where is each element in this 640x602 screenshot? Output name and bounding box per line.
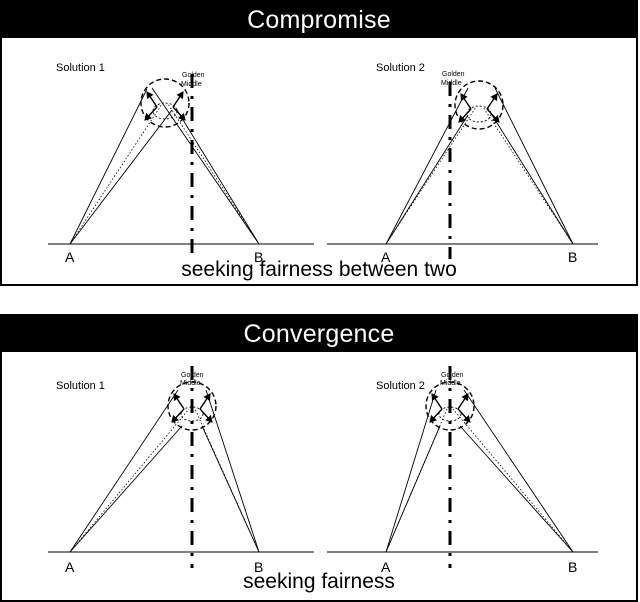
line-b-to-peak (463, 389, 574, 553)
arrow-ne (172, 91, 184, 108)
dotted-line-a (69, 408, 190, 553)
middle-label: Middle (440, 380, 461, 387)
solution-zone-circle (140, 78, 190, 128)
arrow-ne (486, 93, 498, 110)
point-b-label: B (254, 249, 263, 265)
dotted-line-a (385, 408, 448, 553)
golden-label: Golden (442, 71, 465, 78)
line-a-to-inner (69, 109, 173, 245)
point-a-label: A (381, 559, 391, 575)
dotted-line-b (167, 103, 260, 245)
compromise-solution-1: Solution 1 Golden Middle A B (48, 62, 314, 265)
dotted-line-b (452, 408, 574, 553)
compromise-diagram-canvas: Solution 1 Golden Middle A B Solution 2 … (48, 62, 598, 265)
convergence-solution-1: Solution 1 Golden Middle A B (48, 366, 314, 575)
middle-label: Middle (181, 81, 202, 88)
convergence-title: Convergence (2, 316, 636, 352)
middle-label: Middle (180, 380, 201, 387)
golden-label: Golden (181, 372, 204, 379)
solution-label: Solution 2 (376, 380, 425, 392)
arrow-ne (457, 393, 469, 410)
line-a-to-peak (385, 389, 437, 553)
inner-dotted-ellipse (438, 406, 462, 422)
middle-label: Middle (441, 80, 462, 87)
arrow-ne (199, 393, 211, 410)
solution-zone-circle (425, 381, 475, 431)
line-b-to-inner (459, 425, 574, 553)
line-b-to-inner (201, 425, 260, 553)
arrow-se (172, 106, 186, 121)
line-b-to-peak (494, 87, 574, 245)
compromise-caption: seeking fairness between two (181, 258, 457, 281)
line-a-to-inner (385, 425, 441, 553)
point-a-label: A (65, 559, 75, 575)
point-b-label: B (254, 559, 263, 575)
point-b-label: B (568, 249, 577, 265)
solution-label: Solution 1 (56, 62, 105, 74)
golden-label: Golden (441, 372, 464, 379)
arrow-sw (144, 106, 158, 121)
arrow-se (457, 408, 471, 423)
dotted-line-a (69, 103, 163, 245)
compromise-solution-2: Solution 2 Golden Middle A B (327, 62, 598, 265)
convergence-panel: Convergence Solution 1 Golden Middle (0, 314, 638, 602)
arrow-nw (173, 393, 185, 410)
golden-label: Golden (182, 72, 205, 79)
arrow-sw (458, 108, 472, 123)
line-a-to-inner (69, 425, 183, 553)
line-b-to-inner (176, 109, 260, 245)
line-b-to-inner (491, 114, 574, 245)
line-a-to-inner (385, 114, 469, 245)
line-a-to-peak (69, 88, 148, 245)
line-a-to-peak (385, 87, 469, 245)
convergence-diagram-canvas: Solution 1 Golden Middle A B Solution 2 … (48, 366, 598, 575)
point-a-label: A (65, 249, 75, 265)
arrow-se (199, 408, 213, 423)
convergence-caption: seeking fairness (243, 570, 395, 593)
solution-label: Solution 1 (56, 380, 105, 392)
compromise-panel: Compromise Solution 1 Golden Middle (0, 0, 638, 286)
dotted-line-b (194, 408, 260, 553)
compromise-title: Compromise (2, 2, 636, 38)
solution-zone-circle (167, 381, 217, 431)
dotted-line-a (385, 106, 477, 245)
inner-dotted-ellipse (180, 406, 204, 422)
arrow-nw (146, 91, 158, 108)
point-b-label: B (568, 559, 577, 575)
solution-label: Solution 2 (376, 62, 425, 74)
arrow-nw (460, 93, 472, 110)
dotted-line-b (482, 106, 574, 245)
line-b-to-peak (205, 389, 260, 553)
point-a-label: A (381, 249, 391, 265)
arrow-sw (171, 408, 185, 423)
line-b-to-peak (151, 87, 260, 245)
arrow-sw (429, 408, 443, 423)
line-a-to-peak (69, 389, 179, 553)
arrow-se (486, 108, 500, 123)
arrow-nw (431, 393, 443, 410)
convergence-solution-2: Solution 2 Golden Middle A B (327, 366, 598, 575)
